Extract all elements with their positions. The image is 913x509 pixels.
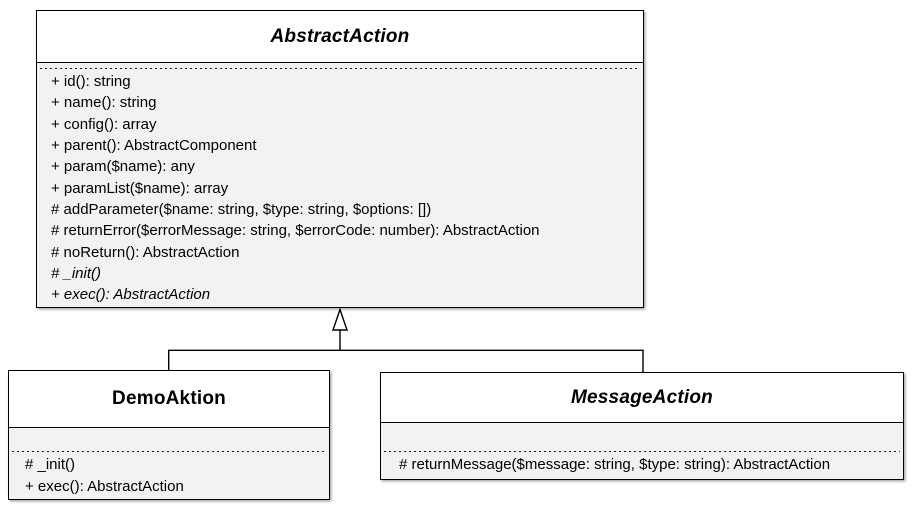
class-body: + id(): string + name(): string + config… (37, 62, 643, 307)
method-list: # returnMessage($message: string, $type:… (381, 452, 903, 476)
class-title: DemoAktion (9, 371, 329, 427)
attributes-methods-divider (40, 68, 640, 69)
method-item: + paramList($name): array (51, 179, 229, 197)
class-body: # _init() + exec(): AbstractAction (9, 427, 329, 499)
method-item: # noReturn(): AbstractAction (51, 243, 240, 261)
method-item: + param($name): any (51, 158, 195, 176)
class-box-demo-aktion[interactable]: DemoAktion # _init() + exec(): AbstractA… (8, 370, 330, 500)
class-body: # returnMessage($message: string, $type:… (381, 422, 903, 479)
method-list: # _init() + exec(): AbstractAction (9, 452, 329, 497)
method-item: + exec(): AbstractAction (25, 477, 184, 495)
method-item: # _init() (25, 456, 76, 473)
method-item: + name(): string (51, 94, 157, 112)
inheritance-arrowhead-icon (332, 307, 348, 331)
method-item: # returnMessage($message: string, $type:… (399, 456, 831, 473)
method-item: # returnError($errorMessage: string, $er… (51, 222, 540, 240)
method-item: + config(): array (51, 115, 157, 133)
method-item-abstract: + exec(): AbstractAction (51, 286, 211, 304)
attributes-methods-divider (12, 451, 326, 452)
method-item: + id(): string (51, 73, 131, 90)
class-box-abstract-action[interactable]: AbstractAction + id(): string + name(): … (36, 10, 644, 308)
method-list: + id(): string + name(): string + config… (37, 69, 643, 306)
method-item: + parent(): AbstractComponent (51, 137, 257, 155)
method-item: # addParameter($name: string, $type: str… (51, 201, 432, 219)
class-box-message-action[interactable]: MessageAction # returnMessage($message: … (380, 372, 904, 480)
class-title: AbstractAction (37, 11, 643, 62)
method-item-abstract: # _init() (51, 265, 102, 283)
class-title: MessageAction (381, 373, 903, 422)
attributes-methods-divider (384, 451, 900, 452)
